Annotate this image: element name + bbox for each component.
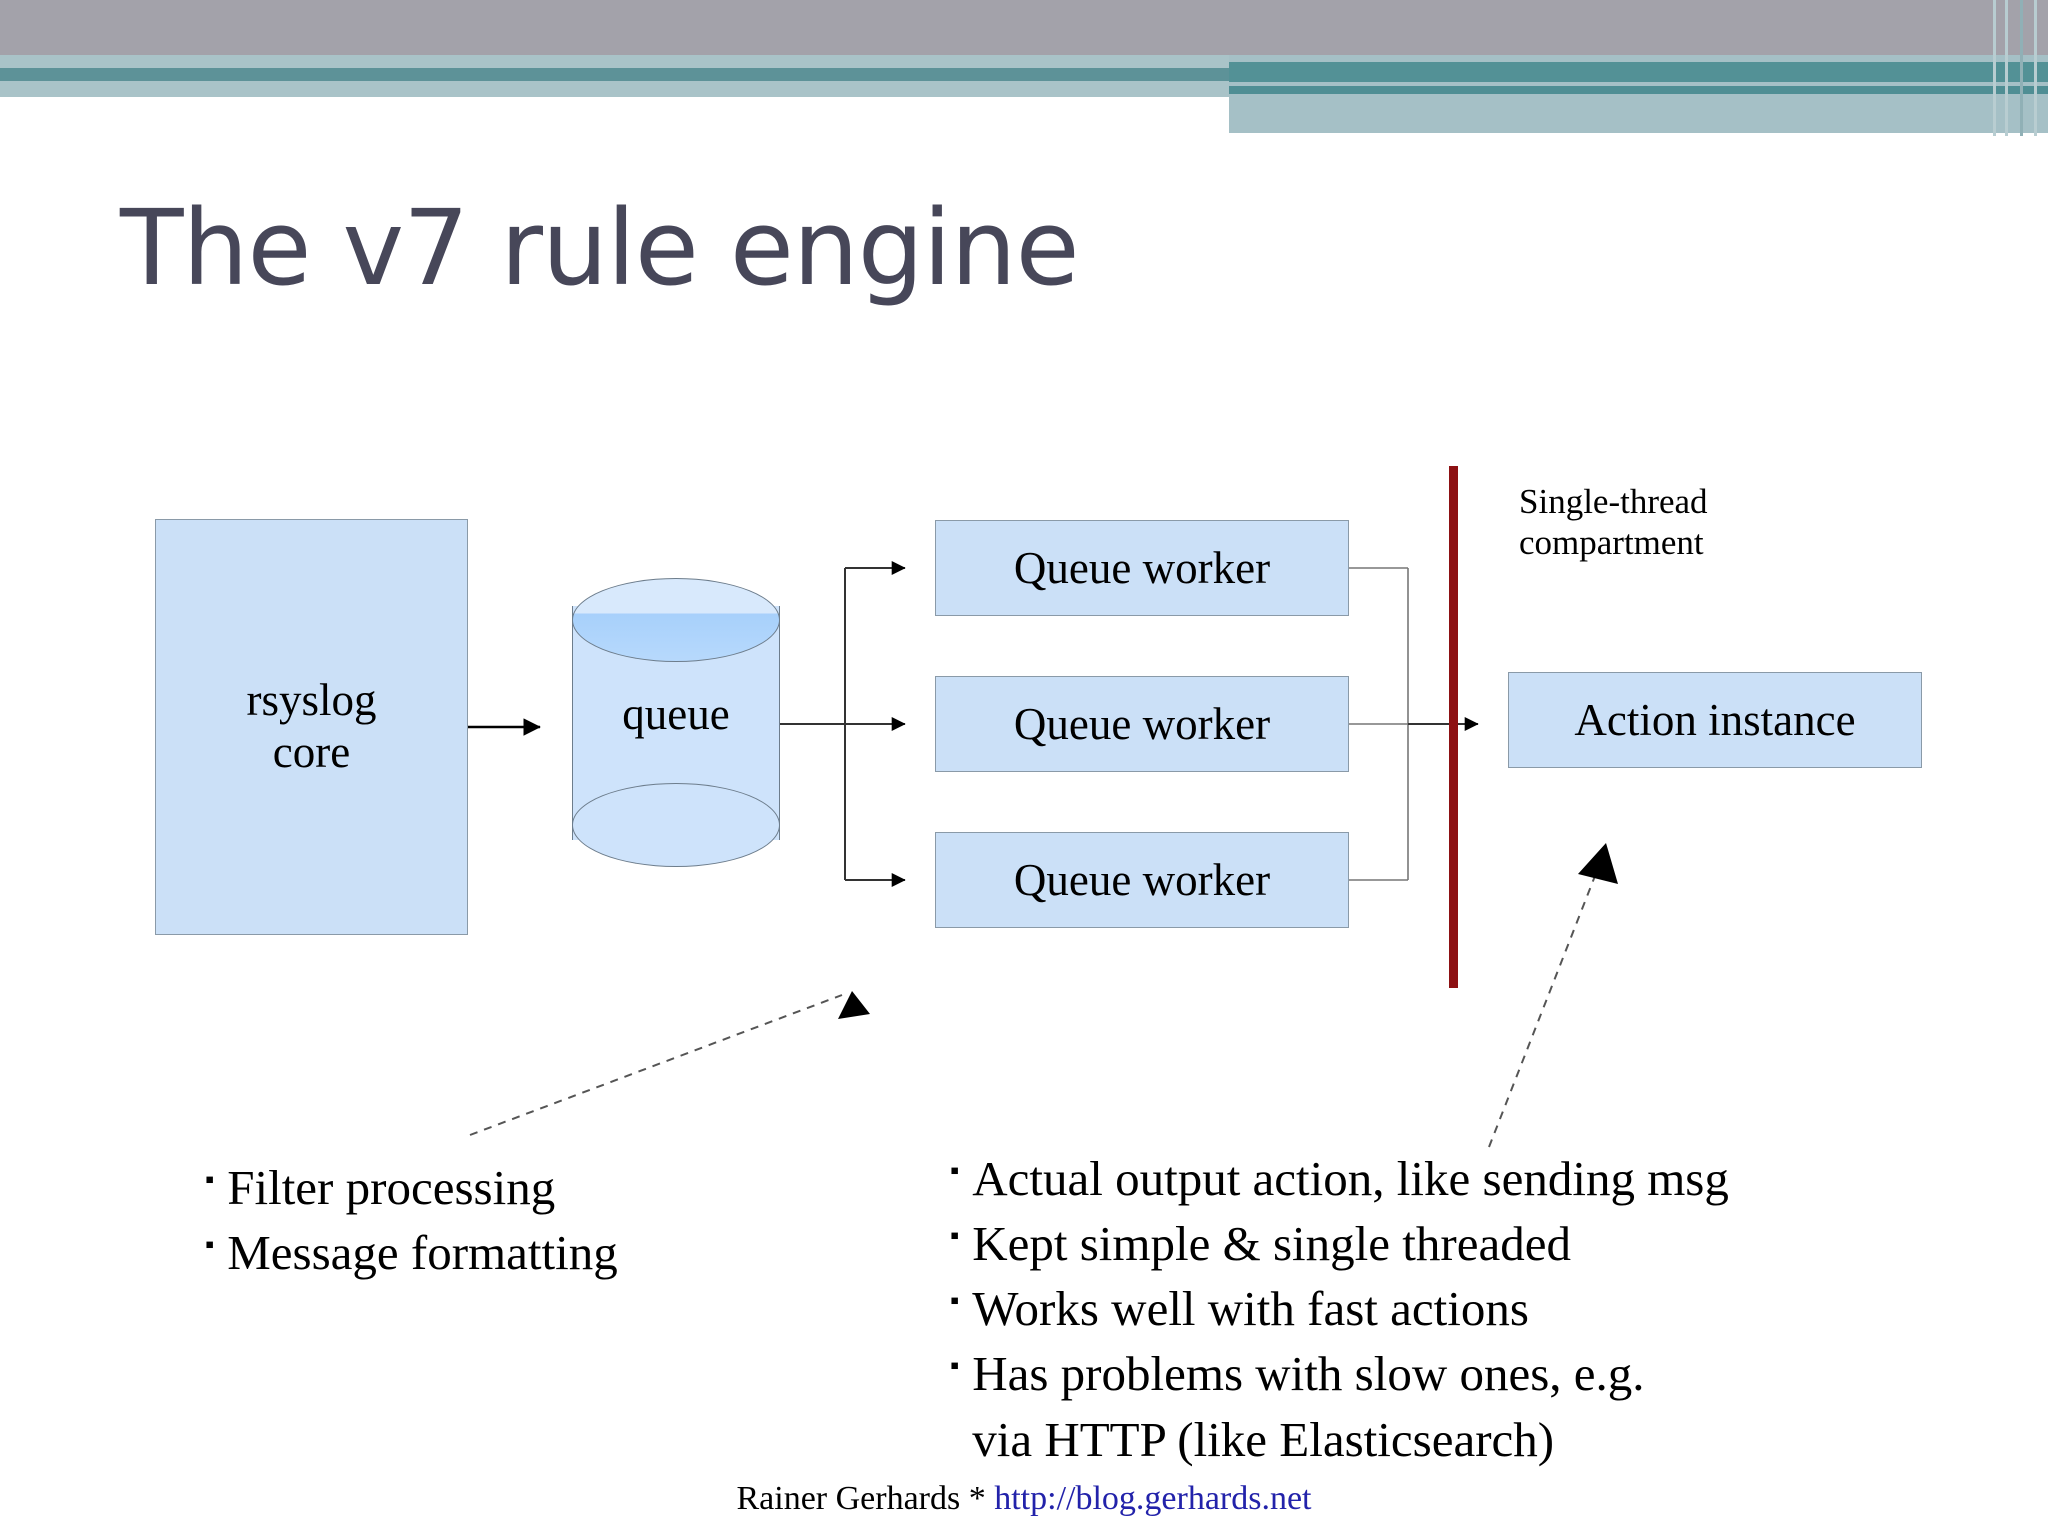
cylinder-top-ellipse: [572, 578, 780, 662]
edge-queue-to-workers: [780, 561, 906, 887]
queue-label: queue: [622, 689, 730, 739]
queue-worker-1-label: Queue worker: [1013, 543, 1271, 593]
bullet-square-icon: ▪: [950, 1221, 960, 1251]
queue-worker-3-label: Queue worker: [1013, 855, 1271, 905]
notes-left-item-1: Filter processing: [227, 1160, 556, 1215]
list-item: ▪ Actual output action, like sending msg: [950, 1146, 1729, 1211]
node-rsyslog-core[interactable]: rsyslog core: [155, 519, 468, 935]
single-thread-divider-line: [1449, 466, 1458, 988]
notes-left: ▪ Filter processing ▪ Message formatting: [205, 1155, 618, 1285]
notes-right-item-1: Actual output action, like sending msg: [972, 1151, 1729, 1206]
bullet-square-icon: ▪: [950, 1156, 960, 1185]
notes-right-item-3: Works well with fast actions: [972, 1281, 1529, 1337]
list-item: ▪ Has problems with slow ones, e.g. via …: [950, 1341, 1729, 1471]
queue-worker-2-label: Queue worker: [1013, 699, 1271, 749]
header-band-edge-4: [2034, 0, 2037, 136]
bullet-square-icon: ▪: [205, 1230, 215, 1260]
rsyslog-core-line-1: rsyslog: [246, 675, 377, 726]
bullet-square-icon: ▪: [205, 1165, 215, 1194]
footer: Rainer Gerhards * http://blog.gerhards.n…: [0, 1480, 2048, 1518]
single-thread-compartment-label: Single-thread compartment: [1519, 482, 1708, 562]
header-band-edge-1: [1993, 0, 1996, 136]
node-queue-worker-2[interactable]: Queue worker: [935, 676, 1349, 772]
node-action-instance[interactable]: Action instance: [1508, 672, 1922, 768]
cylinder-bottom-ellipse: [572, 783, 780, 867]
footer-url-link[interactable]: http://blog.gerhards.net: [994, 1480, 1312, 1517]
header-band-edge-2: [2005, 0, 2008, 136]
action-instance-label: Action instance: [1574, 695, 1856, 745]
notes-right-item-4: Has problems with slow ones, e.g. via HT…: [972, 1346, 1645, 1467]
notes-left-item-2: Message formatting: [227, 1225, 618, 1281]
list-item: ▪ Filter processing: [205, 1155, 618, 1220]
header-band-right-dark-1: [1229, 62, 2048, 82]
edge-workers-to-action: [1349, 567, 1479, 881]
footer-author: Rainer Gerhards *: [736, 1480, 995, 1517]
bullet-square-icon: ▪: [950, 1351, 960, 1381]
notes-right-item-2: Kept simple & single threaded: [972, 1216, 1571, 1272]
node-queue-cylinder[interactable]: queue: [572, 578, 780, 868]
header-band-right-dark-2: [1229, 86, 2048, 94]
page-title: The v7 rule engine: [120, 187, 1080, 309]
callout-right-dashed-arrow: [1488, 843, 1618, 1148]
node-queue-worker-3[interactable]: Queue worker: [935, 832, 1349, 928]
notes-right: ▪ Actual output action, like sending msg…: [950, 1146, 1729, 1472]
header-band-gray: [0, 0, 2048, 55]
callout-left-dashed-arrow: [469, 991, 870, 1136]
rsyslog-core-line-2: core: [272, 727, 351, 777]
list-item: ▪ Works well with fast actions: [950, 1276, 1729, 1341]
header-band-edge-3: [2020, 0, 2023, 136]
list-item: ▪ Message formatting: [205, 1220, 618, 1285]
node-queue-worker-1[interactable]: Queue worker: [935, 520, 1349, 616]
list-item: ▪ Kept simple & single threaded: [950, 1211, 1729, 1276]
bullet-square-icon: ▪: [950, 1286, 960, 1316]
